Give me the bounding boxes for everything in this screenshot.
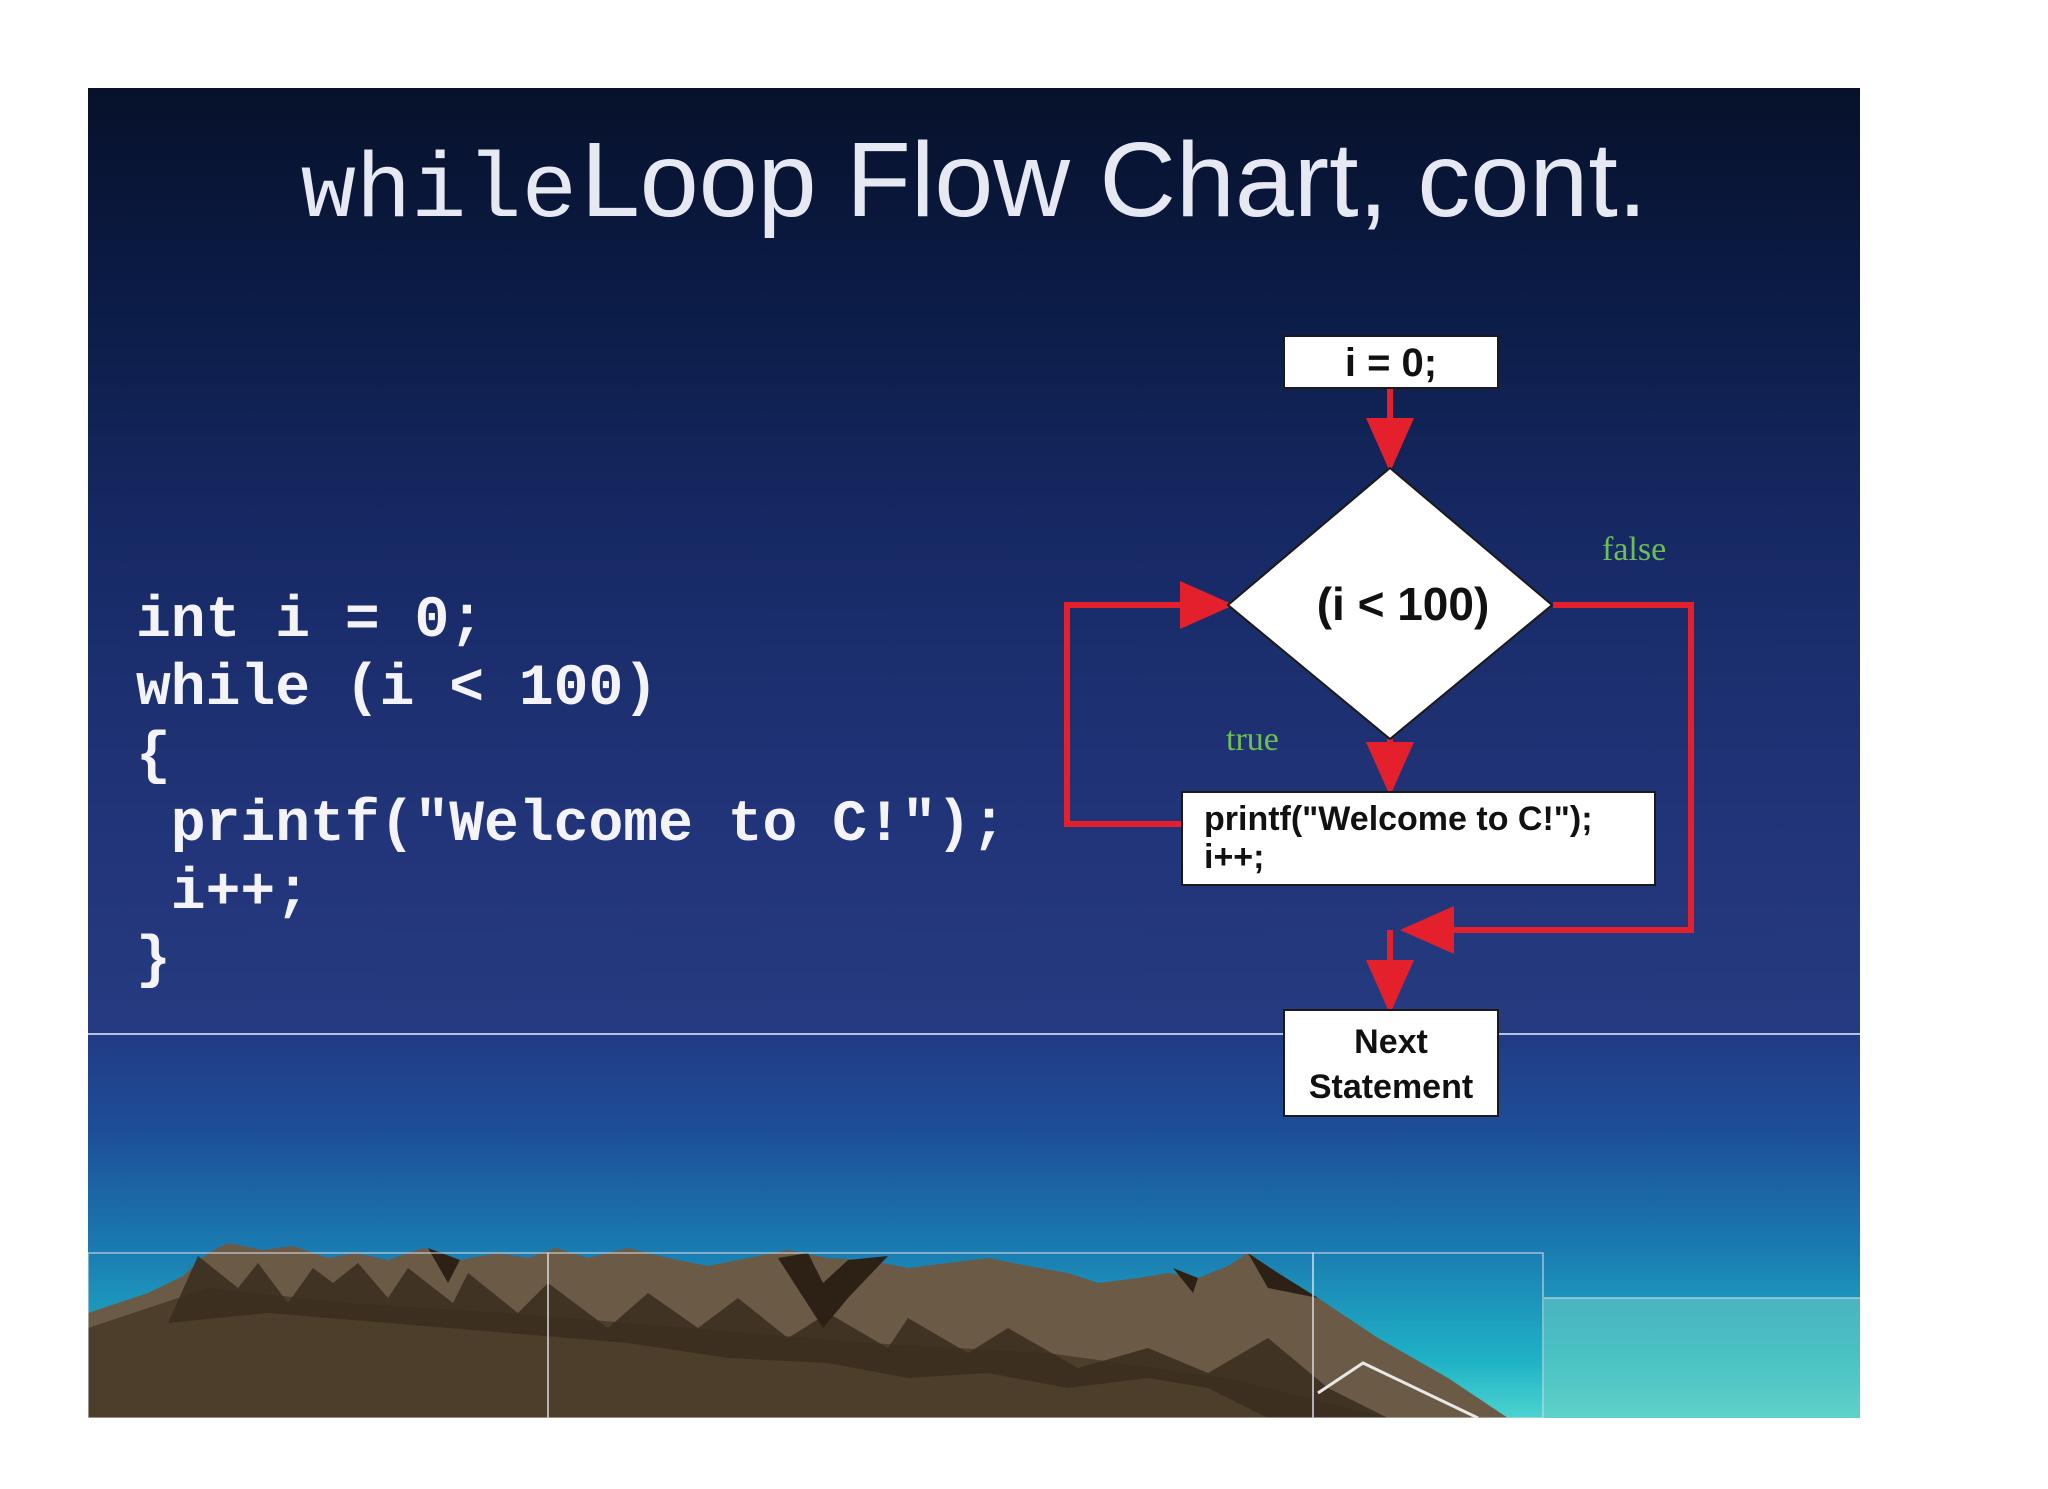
arrow-loop-back xyxy=(1064,581,1234,827)
next-statement-box: Next Statement xyxy=(1283,1009,1499,1117)
body-line-1: printf("Welcome to C!"); xyxy=(1204,800,1593,838)
code-line: { xyxy=(136,725,171,790)
next-line-2: Statement xyxy=(1309,1068,1473,1106)
code-line: } xyxy=(136,929,171,994)
title-text: Loop Flow Chart, cont. xyxy=(580,121,1648,239)
slide-title: while Loop Flow Chart, cont. xyxy=(88,120,1860,244)
code-block: int i = 0;while (i < 100){ printf("Welco… xyxy=(136,588,1006,996)
code-line: while (i < 100) xyxy=(136,657,659,722)
init-box: i = 0; xyxy=(1283,335,1499,389)
arrow-false-exit xyxy=(1400,602,1694,954)
condition-diamond: (i < 100) xyxy=(1226,466,1554,741)
slide: while Loop Flow Chart, cont. int i = 0;w… xyxy=(88,88,1860,1418)
flow-chart: i = 0; (i < 100) printf("Welcome to C!")… xyxy=(1064,335,1694,1117)
false-label: false xyxy=(1602,531,1666,568)
condition-label: (i < 100) xyxy=(1317,578,1490,630)
true-label: true xyxy=(1226,721,1279,758)
flow-arrows xyxy=(1064,388,1694,1014)
body-line-2: i++; xyxy=(1204,838,1264,876)
next-line-1: Next xyxy=(1354,1023,1428,1061)
init-box-label: i = 0; xyxy=(1345,341,1437,385)
horizon-line xyxy=(88,1033,1860,1035)
mountain-landscape xyxy=(88,1243,1860,1418)
code-line: printf("Welcome to C!"); xyxy=(136,793,1007,858)
code-line: int i = 0; xyxy=(136,589,485,654)
loop-body-box: printf("Welcome to C!"); i++; xyxy=(1181,791,1656,886)
title-keyword: while xyxy=(300,139,577,244)
code-line: i++; xyxy=(136,861,311,926)
